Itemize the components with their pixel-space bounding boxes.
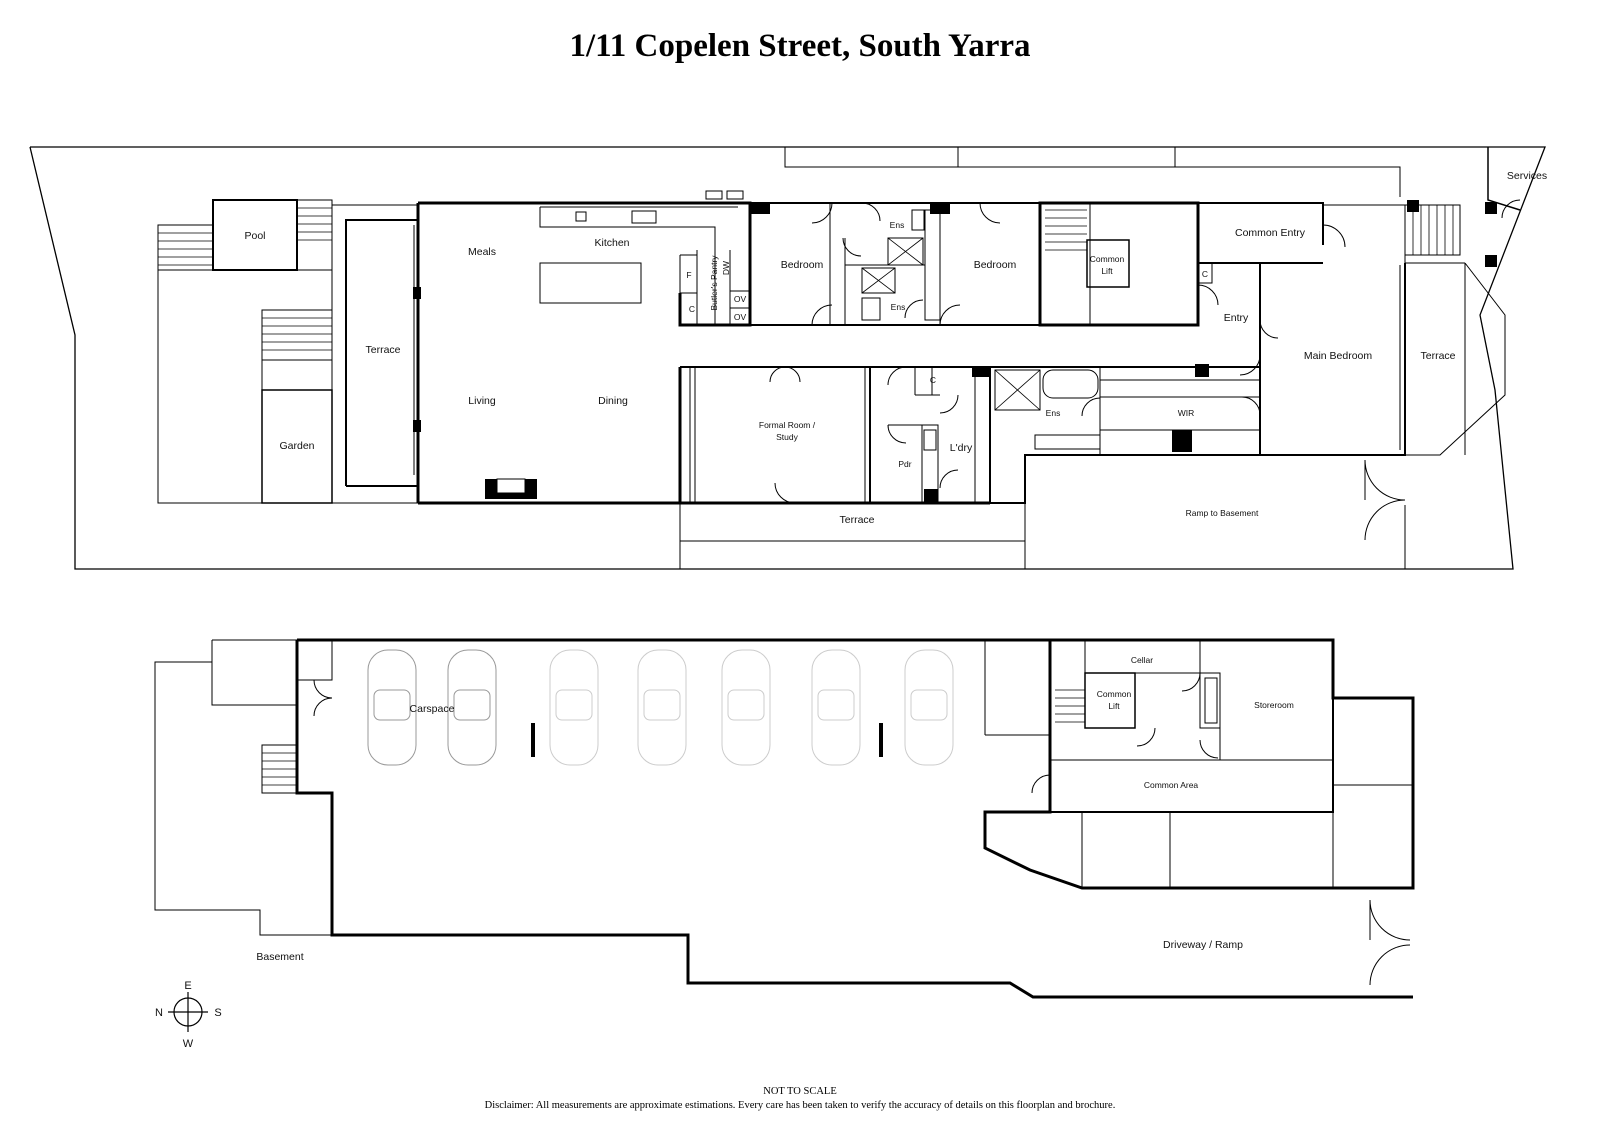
label-kitchen: Kitchen bbox=[594, 237, 629, 249]
basement-floor bbox=[154, 638, 1415, 999]
label-pool: Pool bbox=[244, 230, 265, 242]
label-main-bedroom: Main Bedroom bbox=[1304, 350, 1373, 362]
label-dw: DW bbox=[721, 261, 731, 275]
label-terrace-south: Terrace bbox=[839, 514, 874, 526]
room-labels: Pool Garden Terrace Meals Kitchen Living… bbox=[244, 170, 1547, 963]
label-common-entry: Common Entry bbox=[1235, 227, 1306, 239]
label-common-area: Common Area bbox=[1144, 780, 1199, 790]
label-driveway: Driveway / Ramp bbox=[1163, 939, 1243, 951]
label-carspace: Carspace bbox=[410, 703, 455, 715]
label-terrace-east: Terrace bbox=[1420, 350, 1455, 362]
compass-east: E bbox=[184, 980, 191, 992]
label-terrace-west: Terrace bbox=[365, 344, 400, 356]
label-ramp-to-basement: Ramp to Basement bbox=[1186, 508, 1259, 518]
label-basement-lift-1: Common bbox=[1097, 689, 1132, 699]
label-ens-2: Ens bbox=[891, 302, 906, 312]
compass-west: W bbox=[183, 1038, 194, 1050]
label-ov-2: OV bbox=[734, 312, 747, 322]
label-fridge: F bbox=[686, 270, 691, 280]
label-pdr: Pdr bbox=[898, 459, 911, 469]
label-butlers-pantry: Butler's Pantry bbox=[709, 255, 719, 311]
compass-north: N bbox=[155, 1007, 163, 1019]
label-formal-room-2: Study bbox=[776, 432, 798, 442]
site-boundary bbox=[29, 146, 1546, 570]
label-cupboard-kitchen: C bbox=[689, 304, 695, 314]
label-cupboard-ldry: C bbox=[930, 375, 936, 385]
basement-wall bbox=[297, 638, 1415, 890]
label-garden: Garden bbox=[279, 440, 314, 452]
compass-icon: E W N S bbox=[155, 980, 222, 1050]
label-ens-1: Ens bbox=[890, 220, 905, 230]
label-cellar: Cellar bbox=[1131, 655, 1153, 665]
ground-floor bbox=[29, 146, 1546, 570]
label-storeroom: Storeroom bbox=[1254, 700, 1294, 710]
label-cupboard-entry: C bbox=[1202, 269, 1208, 279]
label-common-lift-2: Lift bbox=[1101, 266, 1113, 276]
disclaimer: Disclaimer: All measurements are approxi… bbox=[484, 1100, 1116, 1111]
label-ldry: L'dry bbox=[950, 442, 973, 454]
label-entry: Entry bbox=[1224, 312, 1249, 324]
not-to-scale-note: NOT TO SCALE bbox=[763, 1086, 837, 1097]
car-icons bbox=[367, 649, 954, 766]
label-dining: Dining bbox=[598, 395, 628, 407]
label-living: Living bbox=[468, 395, 496, 407]
label-formal-room-1: Formal Room / bbox=[759, 420, 816, 430]
label-ov-1: OV bbox=[734, 294, 747, 304]
label-common-lift-1: Common bbox=[1090, 254, 1125, 264]
label-basement-lift-2: Lift bbox=[1108, 701, 1120, 711]
label-basement: Basement bbox=[256, 951, 303, 963]
label-meals: Meals bbox=[468, 246, 496, 258]
compass-south: S bbox=[214, 1007, 221, 1019]
page-title: 1/11 Copelen Street, South Yarra bbox=[569, 28, 1031, 64]
label-bedroom-2: Bedroom bbox=[974, 259, 1017, 271]
label-wir: WIR bbox=[1178, 408, 1195, 418]
label-services: Services bbox=[1507, 170, 1547, 182]
label-bedroom-1: Bedroom bbox=[781, 259, 824, 271]
label-ens-3: Ens bbox=[1046, 408, 1061, 418]
